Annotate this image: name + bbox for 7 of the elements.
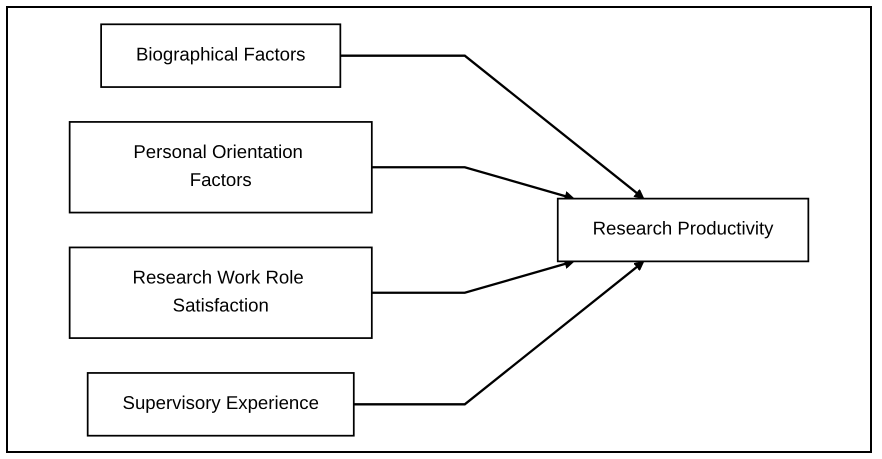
arrow	[340, 54, 644, 199]
factor-box: Biographical Factors	[100, 22, 342, 88]
arrow	[354, 260, 644, 405]
factor-box: Research Work Role Satisfaction	[68, 246, 373, 338]
factor-box: Research Productivity	[556, 197, 810, 262]
factor-box: Personal Orientation Factors	[68, 120, 373, 213]
factor-box: Supervisory Experience	[86, 372, 355, 436]
